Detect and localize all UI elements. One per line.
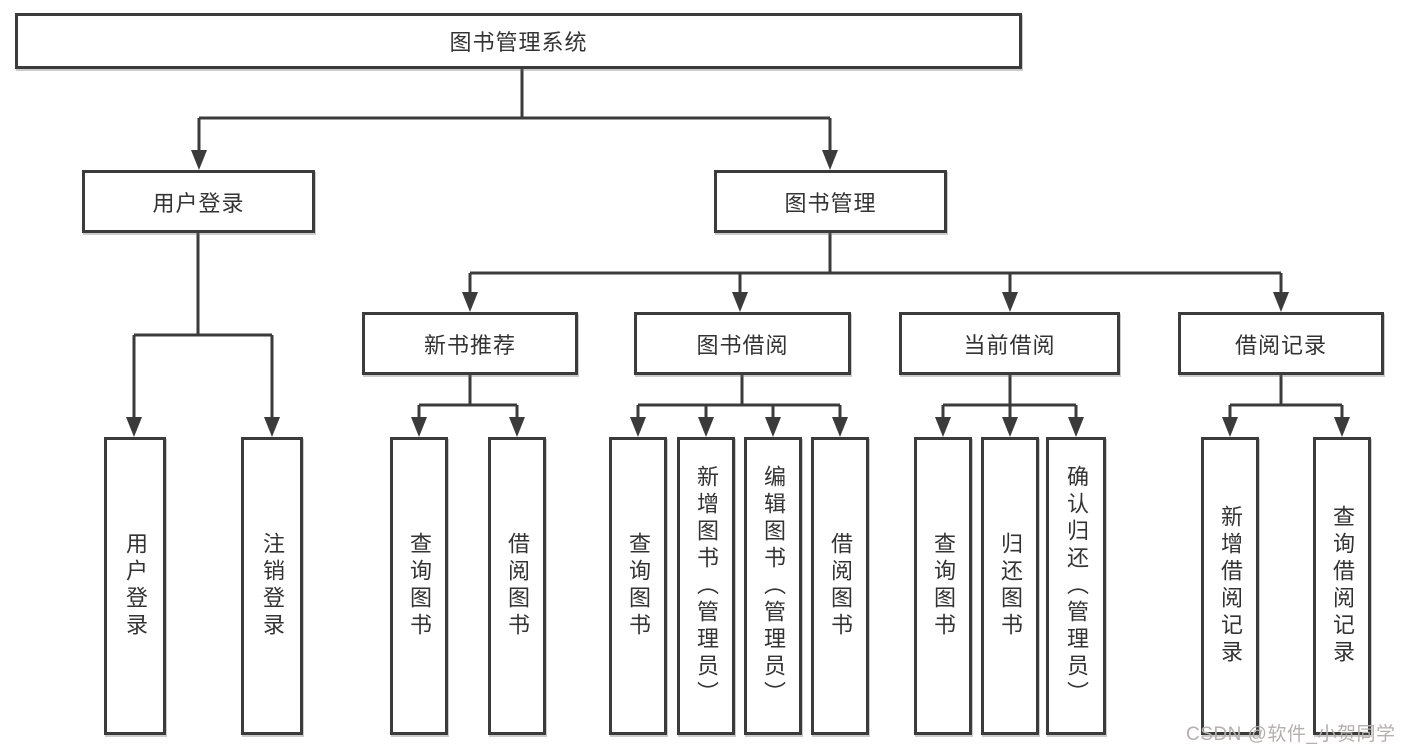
node-label: 图书借阅 [696, 332, 789, 358]
node-current-borrowing: 当前借阅 [899, 312, 1120, 375]
node-add-borrow-record: 新增借阅记录 [1201, 437, 1259, 735]
node-label: 新增图书（管理员） [694, 464, 719, 708]
node-return-books: 归还图书 [981, 437, 1039, 735]
node-library-management-system: 图书管理系统 [15, 13, 1022, 69]
node-new-book-recommend: 新书推荐 [362, 312, 578, 375]
node-label: 查询图书 [626, 532, 651, 640]
node-label: 图书管理系统 [449, 30, 588, 55]
connector-borrowing-records [1228, 375, 1344, 419]
connector-root [197, 69, 832, 152]
node-user-login-group: 用户登录 [82, 170, 315, 233]
node-label: 新书推荐 [423, 332, 516, 358]
node-label: 新增借阅记录 [1218, 505, 1243, 667]
connector-current-borrowing [941, 375, 1078, 419]
csdn-watermark: CSDN @软件_小贺同学 [1186, 724, 1396, 745]
node-label: 确认归还（管理员） [1064, 464, 1089, 708]
node-label: 查询借阅记录 [1330, 505, 1355, 667]
node-label: 借阅记录 [1234, 332, 1327, 358]
node-label: 用户登录 [152, 190, 245, 216]
connector-book-borrowing [636, 375, 842, 419]
node-edit-books-admin: 编辑图书（管理员） [744, 437, 802, 735]
node-query-books-recommend: 查询图书 [390, 437, 448, 735]
node-label: 编辑图书（管理员） [761, 464, 786, 708]
node-book-management: 图书管理 [714, 170, 947, 233]
node-label: 查询图书 [407, 532, 432, 640]
node-label: 用户登录 [123, 532, 148, 640]
node-label: 注销登录 [260, 532, 285, 640]
node-label: 图书管理 [784, 190, 877, 216]
node-query-borrow-record: 查询借阅记录 [1313, 437, 1371, 735]
node-book-borrowing: 图书借阅 [634, 312, 851, 375]
node-label: 归还图书 [998, 532, 1023, 640]
node-user-login: 用户登录 [104, 437, 166, 735]
arrowheads [126, 150, 1350, 437]
node-borrow-books-borrowing: 借阅图书 [811, 437, 869, 735]
node-query-books-current: 查询图书 [914, 437, 972, 735]
connector-book-management [468, 233, 1283, 294]
node-label: 当前借阅 [963, 332, 1056, 358]
connector-user-login [132, 233, 274, 419]
node-borrow-books-recommend: 借阅图书 [488, 437, 546, 735]
node-logout: 注销登录 [241, 437, 303, 735]
node-query-books-borrowing: 查询图书 [609, 437, 667, 735]
node-label: 借阅图书 [505, 532, 530, 640]
connector-new-book-recommend [417, 375, 519, 419]
node-confirm-return-admin: 确认归还（管理员） [1046, 437, 1106, 735]
node-label: 借阅图书 [828, 532, 853, 640]
node-label: 查询图书 [931, 532, 956, 640]
node-add-books-admin: 新增图书（管理员） [677, 437, 735, 735]
node-borrowing-records: 借阅记录 [1178, 312, 1384, 375]
